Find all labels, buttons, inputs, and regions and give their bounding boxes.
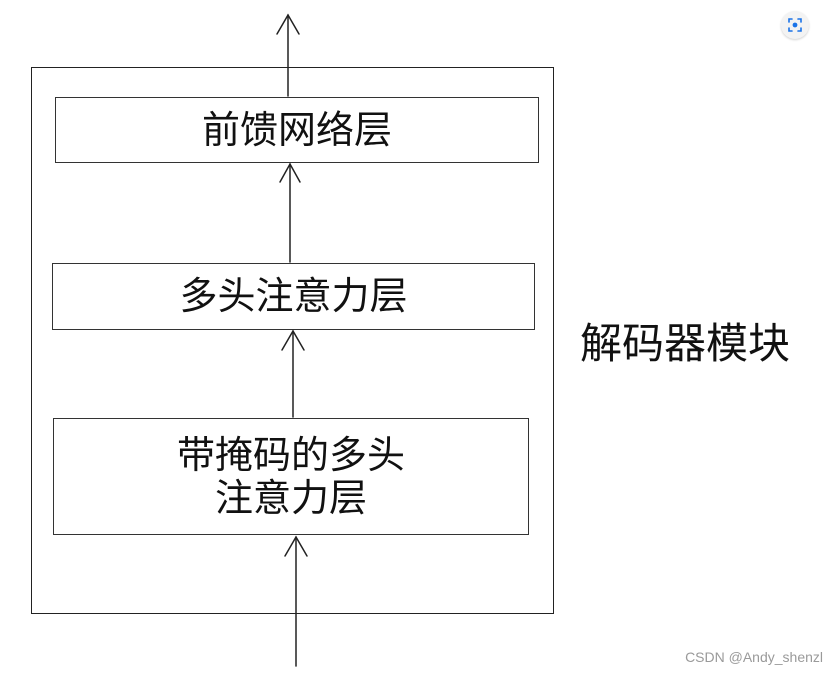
masked-to-attention-arrow xyxy=(281,329,305,418)
decoder-module-box xyxy=(31,67,554,614)
masked-attention-label-line2: 注意力层 xyxy=(214,475,367,520)
output-arrow xyxy=(276,13,300,97)
feed-forward-layer-box: 前馈网络层 xyxy=(55,97,539,163)
multi-head-attention-layer-box: 多头注意力层 xyxy=(52,263,535,330)
watermark-text: CSDN @Andy_shenzl xyxy=(685,649,823,665)
masked-multi-head-attention-layer-box: 带掩码的多头 注意力层 xyxy=(53,418,529,535)
multi-head-attention-layer-label: 多头注意力层 xyxy=(179,274,408,319)
feed-forward-layer-label: 前馈网络层 xyxy=(201,107,392,152)
input-arrow xyxy=(284,535,308,667)
masked-attention-label-line1: 带掩码的多头 xyxy=(176,432,405,477)
image-search-button[interactable] xyxy=(781,11,809,39)
decoder-module-label: 解码器模块 xyxy=(580,319,791,368)
attention-to-feedforward-arrow xyxy=(279,162,301,263)
image-search-icon xyxy=(788,18,802,32)
